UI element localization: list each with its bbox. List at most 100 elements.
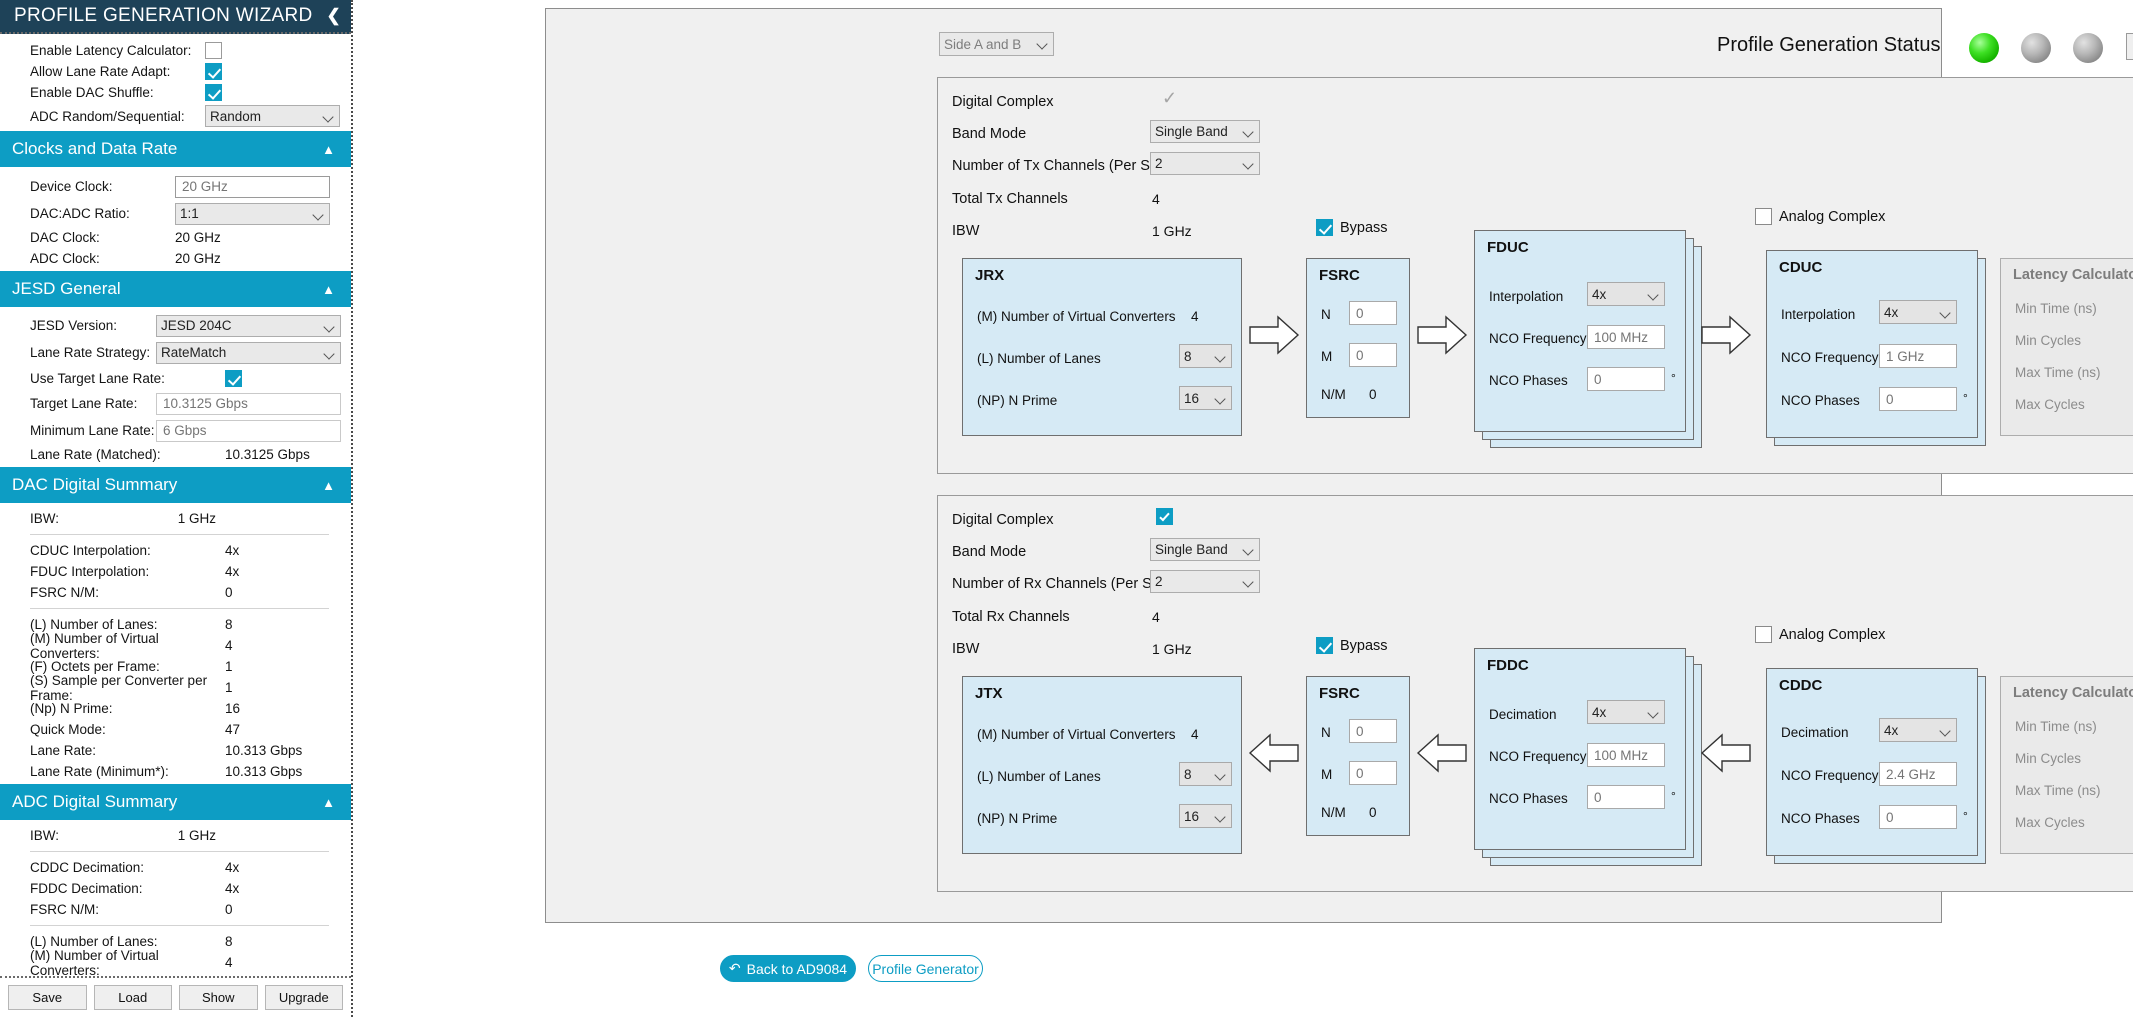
tx-cduc-select-interpolation[interactable]: 4x	[1879, 300, 1957, 324]
checkbox-allow-lane-rate-adapt[interactable]	[205, 63, 222, 80]
tx-fduc-select-interpolation[interactable]: 4x	[1587, 282, 1665, 306]
rx-fsrc-input-m[interactable]	[1349, 761, 1397, 785]
rx-select-band-mode[interactable]: Single Band	[1150, 538, 1260, 561]
label-enable-dac-shuffle: Enable DAC Shuffle:	[30, 85, 154, 100]
back-to-ad9084-button[interactable]: ↶ Back to AD9084	[720, 955, 856, 982]
rx-fddc-label-decimation: Decimation	[1489, 707, 1557, 722]
select-adc-random-sequential[interactable]: Random	[205, 105, 340, 127]
load-button[interactable]: Load	[93, 985, 172, 1010]
tx-fduc-select-interpolation-wrap: 4x	[1587, 282, 1665, 306]
checkbox-enable-latency-calculator[interactable]	[205, 42, 222, 59]
rx-fsrc-label-m: M	[1321, 767, 1333, 782]
row-lane-rate-matched: Lane Rate (Matched): 10.3125 Gbps	[0, 444, 351, 465]
tx-jrx-select-l-lanes[interactable]: 8	[1179, 344, 1232, 368]
chevron-up-icon-dac[interactable]: ▲	[322, 477, 335, 493]
tx-latency-calculator: Latency Calculator (Beta) Min Time (ns) …	[2000, 258, 2133, 436]
tx-latency-label-min-cycles: Min Cycles	[2015, 333, 2082, 348]
tx-fsrc-label-m: M	[1321, 349, 1333, 364]
rx-fddc-label-nco-phases: NCO Phases	[1489, 791, 1568, 806]
rx-fsrc-input-n[interactable]	[1349, 719, 1397, 743]
section-header-adc-digital-summary[interactable]: ADC Digital Summary ▲	[0, 784, 351, 820]
rx-digital-complex-checkbox[interactable]	[1156, 508, 1173, 525]
tx-select-band-mode[interactable]: Single Band	[1150, 120, 1260, 143]
checkbox-enable-dac-shuffle[interactable]	[205, 84, 222, 101]
rx-analog-complex-checkbox[interactable]	[1755, 626, 1772, 643]
section-header-clocks-and-data-rate[interactable]: Clocks and Data Rate ▲	[0, 131, 351, 167]
tx-analog-complex-checkbox[interactable]	[1755, 208, 1772, 225]
rx-fsrc-value-nm: 0	[1369, 805, 1377, 820]
chevron-left-icon[interactable]: ❮	[326, 6, 341, 25]
rx-cddc-label-decimation: Decimation	[1781, 725, 1849, 740]
row-adc-clock: ADC Clock: 20 GHz	[0, 248, 351, 269]
tx-jrx-label-l-lanes: (L) Number of Lanes	[977, 351, 1101, 366]
select-jesd-version[interactable]: JESD 204C	[156, 314, 341, 337]
tx-fduc-input-nco-frequency[interactable]	[1587, 325, 1665, 349]
rx-fddc-input-nco-phases[interactable]	[1587, 785, 1665, 809]
rx-cddc-nco-phases-unit: °	[1963, 809, 1968, 823]
tx-fduc-label-nco-phases: NCO Phases	[1489, 373, 1568, 388]
tx-cduc-nco-phases-unit: °	[1963, 391, 1968, 405]
tx-cduc-input-nco-phases[interactable]	[1879, 387, 1957, 411]
value-dac-l-lanes: 8	[225, 617, 233, 632]
rx-jtx-select-np-prime[interactable]: 16	[1179, 804, 1232, 828]
tx-jrx-select-np-wrap: 16	[1179, 386, 1232, 410]
tx-cduc-label-nco-frequency: NCO Frequency	[1781, 350, 1879, 365]
tx-fsrc-input-m[interactable]	[1349, 343, 1397, 367]
input-device-clock[interactable]	[175, 175, 330, 198]
rx-cddc-input-nco-frequency[interactable]	[1879, 762, 1957, 786]
tx-fduc-input-nco-phases[interactable]	[1587, 367, 1665, 391]
label-dac-f-octets: (F) Octets per Frame:	[30, 659, 160, 674]
details-button[interactable]: Details	[2126, 33, 2133, 60]
row-dac-m-converters: (M) Number of Virtual Converters: 4	[0, 631, 351, 661]
tx-bypass-checkbox[interactable]	[1316, 219, 1333, 236]
rx-jtx-select-l-lanes[interactable]: 8	[1179, 762, 1232, 786]
row-dac-l-lanes: (L) Number of Lanes: 8	[0, 614, 351, 635]
rx-fddc-nco-phases-unit: °	[1671, 789, 1676, 803]
rx-fddc-input-nco-frequency[interactable]	[1587, 743, 1665, 767]
tx-fduc-title: FDUC	[1487, 239, 1529, 256]
rx-panel: RX Digital Complex Band Mode Single Band…	[937, 495, 2133, 892]
input-minimum-lane-rate[interactable]	[156, 419, 341, 442]
rx-fddc-select-decimation[interactable]: 4x	[1587, 700, 1665, 724]
sidebar-footer-buttons: Save Load Show Upgrade	[0, 976, 351, 1017]
label-enable-latency-calculator: Enable Latency Calculator:	[30, 43, 192, 58]
select-dac-adc-ratio[interactable]: 1:1	[175, 202, 330, 225]
label-lane-rate-matched: Lane Rate (Matched):	[30, 447, 161, 462]
profile-generator-button[interactable]: Profile Generator	[868, 955, 983, 982]
tx-label-digital-complex: Digital Complex	[952, 94, 1054, 110]
label-cddc-decimation: CDDC Decimation:	[30, 860, 145, 875]
tx-jrx-block: JRX (M) Number of Virtual Converters 4 (…	[962, 258, 1242, 436]
chevron-up-icon-clocks[interactable]: ▲	[322, 141, 335, 157]
label-allow-lane-rate-adapt: Allow Lane Rate Adapt:	[30, 64, 171, 79]
section-header-jesd-general[interactable]: JESD General ▲	[0, 271, 351, 307]
row-adc-m-converters: (M) Number of Virtual Converters: 4	[0, 948, 351, 977]
tx-fduc-nco-phases-unit: °	[1671, 371, 1676, 385]
chevron-up-icon-jesd[interactable]: ▲	[322, 281, 335, 297]
save-button[interactable]: Save	[8, 985, 87, 1010]
checkbox-use-target-lane-rate[interactable]	[225, 369, 242, 387]
row-fddc-decimation: FDDC Decimation: 4x	[0, 878, 351, 899]
show-button[interactable]: Show	[179, 985, 258, 1010]
select-dac-adc-ratio-wrap: 1:1	[175, 202, 330, 225]
row-dac-adc-ratio: DAC:ADC Ratio: 1:1	[0, 200, 351, 227]
chevron-up-icon-adc[interactable]: ▲	[322, 794, 335, 810]
upgrade-button[interactable]: Upgrade	[264, 985, 343, 1010]
select-lane-rate-strategy[interactable]: RateMatch	[156, 341, 341, 364]
value-dac-fsrc-nm: 0	[225, 585, 233, 600]
tx-jrx-select-np-prime[interactable]: 16	[1179, 386, 1232, 410]
rx-label-band-mode: Band Mode	[952, 544, 1027, 560]
label-minimum-lane-rate: Minimum Lane Rate:	[30, 423, 155, 438]
rx-select-num-rx-channels[interactable]: 2	[1150, 570, 1260, 593]
rx-bypass-checkbox[interactable]	[1316, 637, 1333, 654]
rx-cddc-title: CDDC	[1779, 677, 1823, 694]
led-gray-1-icon	[2021, 33, 2051, 63]
input-target-lane-rate[interactable]	[156, 392, 341, 415]
tx-cduc-input-nco-frequency[interactable]	[1879, 344, 1957, 368]
section-header-dac-digital-summary[interactable]: DAC Digital Summary ▲	[0, 467, 351, 503]
tx-fsrc-input-n[interactable]	[1349, 301, 1397, 325]
select-side[interactable]: Side A and B	[939, 32, 1054, 56]
rx-cddc-input-nco-phases[interactable]	[1879, 805, 1957, 829]
value-adc-l-lanes: 8	[225, 934, 233, 949]
rx-cddc-select-decimation[interactable]: 4x	[1879, 718, 1957, 742]
tx-select-num-tx-channels[interactable]: 2	[1150, 152, 1260, 175]
